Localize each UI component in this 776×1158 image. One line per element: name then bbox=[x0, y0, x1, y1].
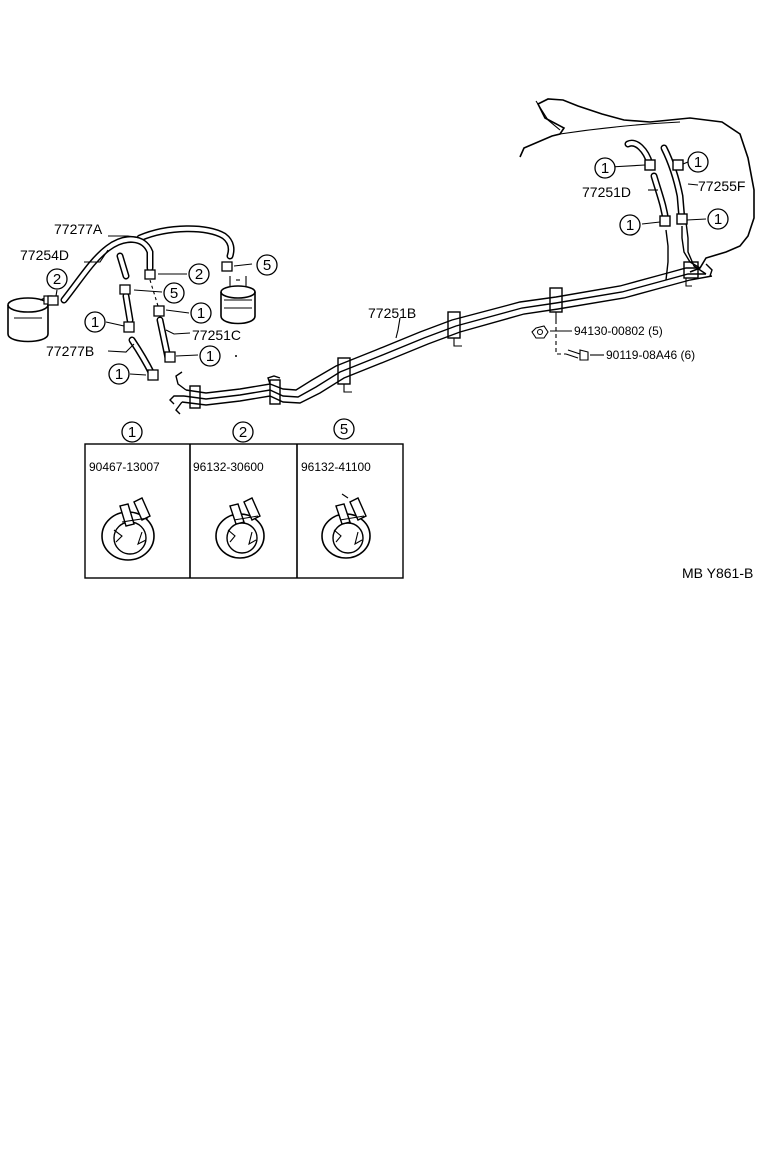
svg-text:5: 5 bbox=[170, 285, 178, 302]
callout-2-filter: 2 bbox=[188, 263, 210, 285]
callout-1-tank-bottom-left: 1 bbox=[619, 214, 641, 236]
legend-part-96132-30600: 96132-30600 bbox=[193, 460, 264, 474]
legend-part-96132-41100: 96132-41100 bbox=[301, 460, 371, 474]
svg-text:1: 1 bbox=[128, 424, 136, 441]
stray-dot bbox=[235, 355, 237, 357]
label-77251c: 77251C bbox=[192, 327, 241, 343]
fuel-filter bbox=[220, 276, 256, 325]
hose-clamp-icon-1 bbox=[101, 497, 155, 561]
callout-1-tank-top-right: 1 bbox=[687, 151, 709, 173]
charcoal-canister bbox=[7, 295, 57, 343]
legend-callout-5: 5 bbox=[333, 418, 355, 440]
callout-5-hose: 5 bbox=[163, 282, 185, 304]
callout-1-hose-lower: 1 bbox=[199, 345, 221, 367]
tank-hoses bbox=[609, 139, 707, 227]
svg-text:1: 1 bbox=[91, 314, 99, 331]
svg-text:1: 1 bbox=[115, 366, 123, 383]
svg-text:1: 1 bbox=[626, 217, 634, 234]
hoses-left bbox=[47, 225, 235, 381]
hose-clamp-icon-5 bbox=[321, 493, 371, 559]
callout-2-canister: 2 bbox=[46, 268, 68, 290]
svg-text:2: 2 bbox=[53, 271, 61, 288]
legend-callout-2: 2 bbox=[232, 421, 254, 443]
nut-icon bbox=[531, 325, 572, 339]
label-77255f: 77255F bbox=[698, 178, 745, 194]
svg-text:1: 1 bbox=[601, 160, 609, 177]
bolt-icon bbox=[565, 349, 604, 361]
callout-5-filter: 5 bbox=[256, 254, 278, 276]
svg-text:1: 1 bbox=[206, 348, 214, 365]
svg-text:1: 1 bbox=[714, 211, 722, 228]
callout-1-hose-upper: 1 bbox=[190, 302, 212, 324]
clamp-legend-table: 1 2 5 90467-13007 96132-30600 96132-4110… bbox=[84, 418, 404, 579]
callout-1-tank-top-left: 1 bbox=[594, 157, 616, 179]
label-bolt: 90119-08A46 (6) bbox=[606, 348, 695, 362]
legend-part-90467-13007: 90467-13007 bbox=[89, 460, 160, 474]
label-77277b: 77277B bbox=[46, 343, 94, 359]
callout-1-tank-bottom-right: 1 bbox=[707, 208, 729, 230]
legend-callout-1: 1 bbox=[121, 421, 143, 443]
callout-1-left-bottom: 1 bbox=[108, 363, 130, 385]
figure-reference-code: MB Y861-B bbox=[682, 565, 753, 581]
label-77251b: 77251B bbox=[368, 305, 416, 321]
svg-text:5: 5 bbox=[263, 257, 271, 274]
svg-text:1: 1 bbox=[197, 305, 205, 322]
bolt-dashed-line bbox=[555, 320, 566, 355]
label-77277a: 77277A bbox=[54, 221, 103, 237]
label-77251d: 77251D bbox=[582, 184, 631, 200]
fuel-tank-outline bbox=[519, 98, 755, 273]
svg-text:2: 2 bbox=[239, 424, 247, 441]
hose-clamp-icon-2 bbox=[215, 497, 265, 559]
callout-1-left-mid: 1 bbox=[84, 311, 106, 333]
svg-text:2: 2 bbox=[195, 266, 203, 283]
leader-lines-left bbox=[55, 235, 401, 376]
label-77254d: 77254D bbox=[20, 247, 69, 263]
svg-text:1: 1 bbox=[694, 154, 702, 171]
label-nut: 94130-00802 (5) bbox=[574, 324, 663, 338]
main-fuel-tube-bundle bbox=[169, 221, 713, 415]
svg-text:5: 5 bbox=[340, 421, 348, 438]
